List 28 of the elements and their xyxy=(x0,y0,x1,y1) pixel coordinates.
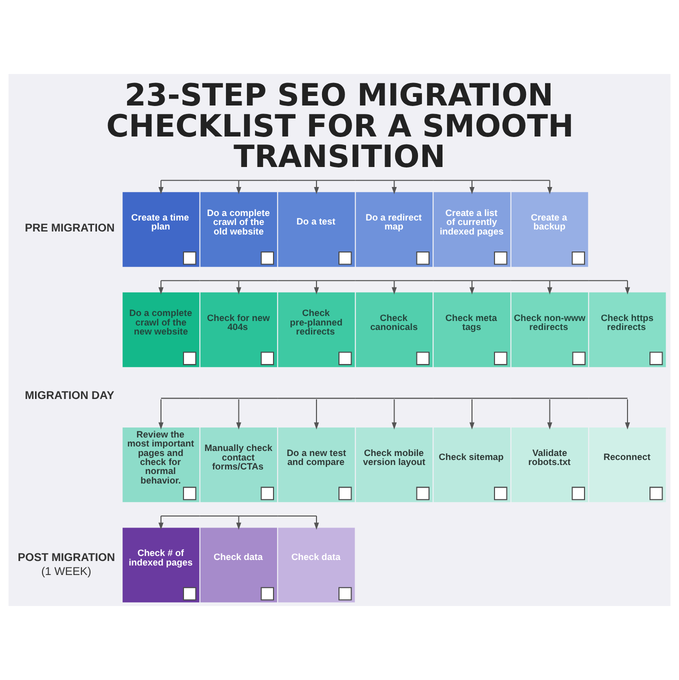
arrow xyxy=(314,399,319,430)
label: (1 WEEK) xyxy=(41,566,92,578)
arrow xyxy=(314,280,319,294)
arrow xyxy=(158,280,164,294)
arrow xyxy=(158,180,164,194)
arrow xyxy=(469,180,474,194)
arrow xyxy=(236,180,242,194)
arrow xyxy=(158,516,164,530)
arrow xyxy=(236,280,242,294)
label: MIGRATION DAY xyxy=(24,390,114,402)
label: POST MIGRATION xyxy=(18,552,116,564)
diagram-title: 23-STEP SEO MIGRATION CHECKLIST FOR A SMOOTH TRANSITION xyxy=(106,78,574,176)
arrow xyxy=(392,180,397,194)
arrow xyxy=(392,280,397,294)
arrow xyxy=(547,280,552,294)
label: PRE MIGRATION xyxy=(24,222,115,234)
arrow xyxy=(469,399,474,430)
arrow xyxy=(469,280,474,294)
arrow xyxy=(624,399,630,430)
arrow xyxy=(547,180,552,194)
arrow xyxy=(236,516,242,530)
arrow xyxy=(314,180,319,194)
arrow xyxy=(392,399,397,430)
arrow xyxy=(158,399,164,430)
arrow xyxy=(314,516,319,530)
arrow xyxy=(547,399,552,430)
arrow xyxy=(624,280,630,294)
arrow xyxy=(236,399,242,430)
